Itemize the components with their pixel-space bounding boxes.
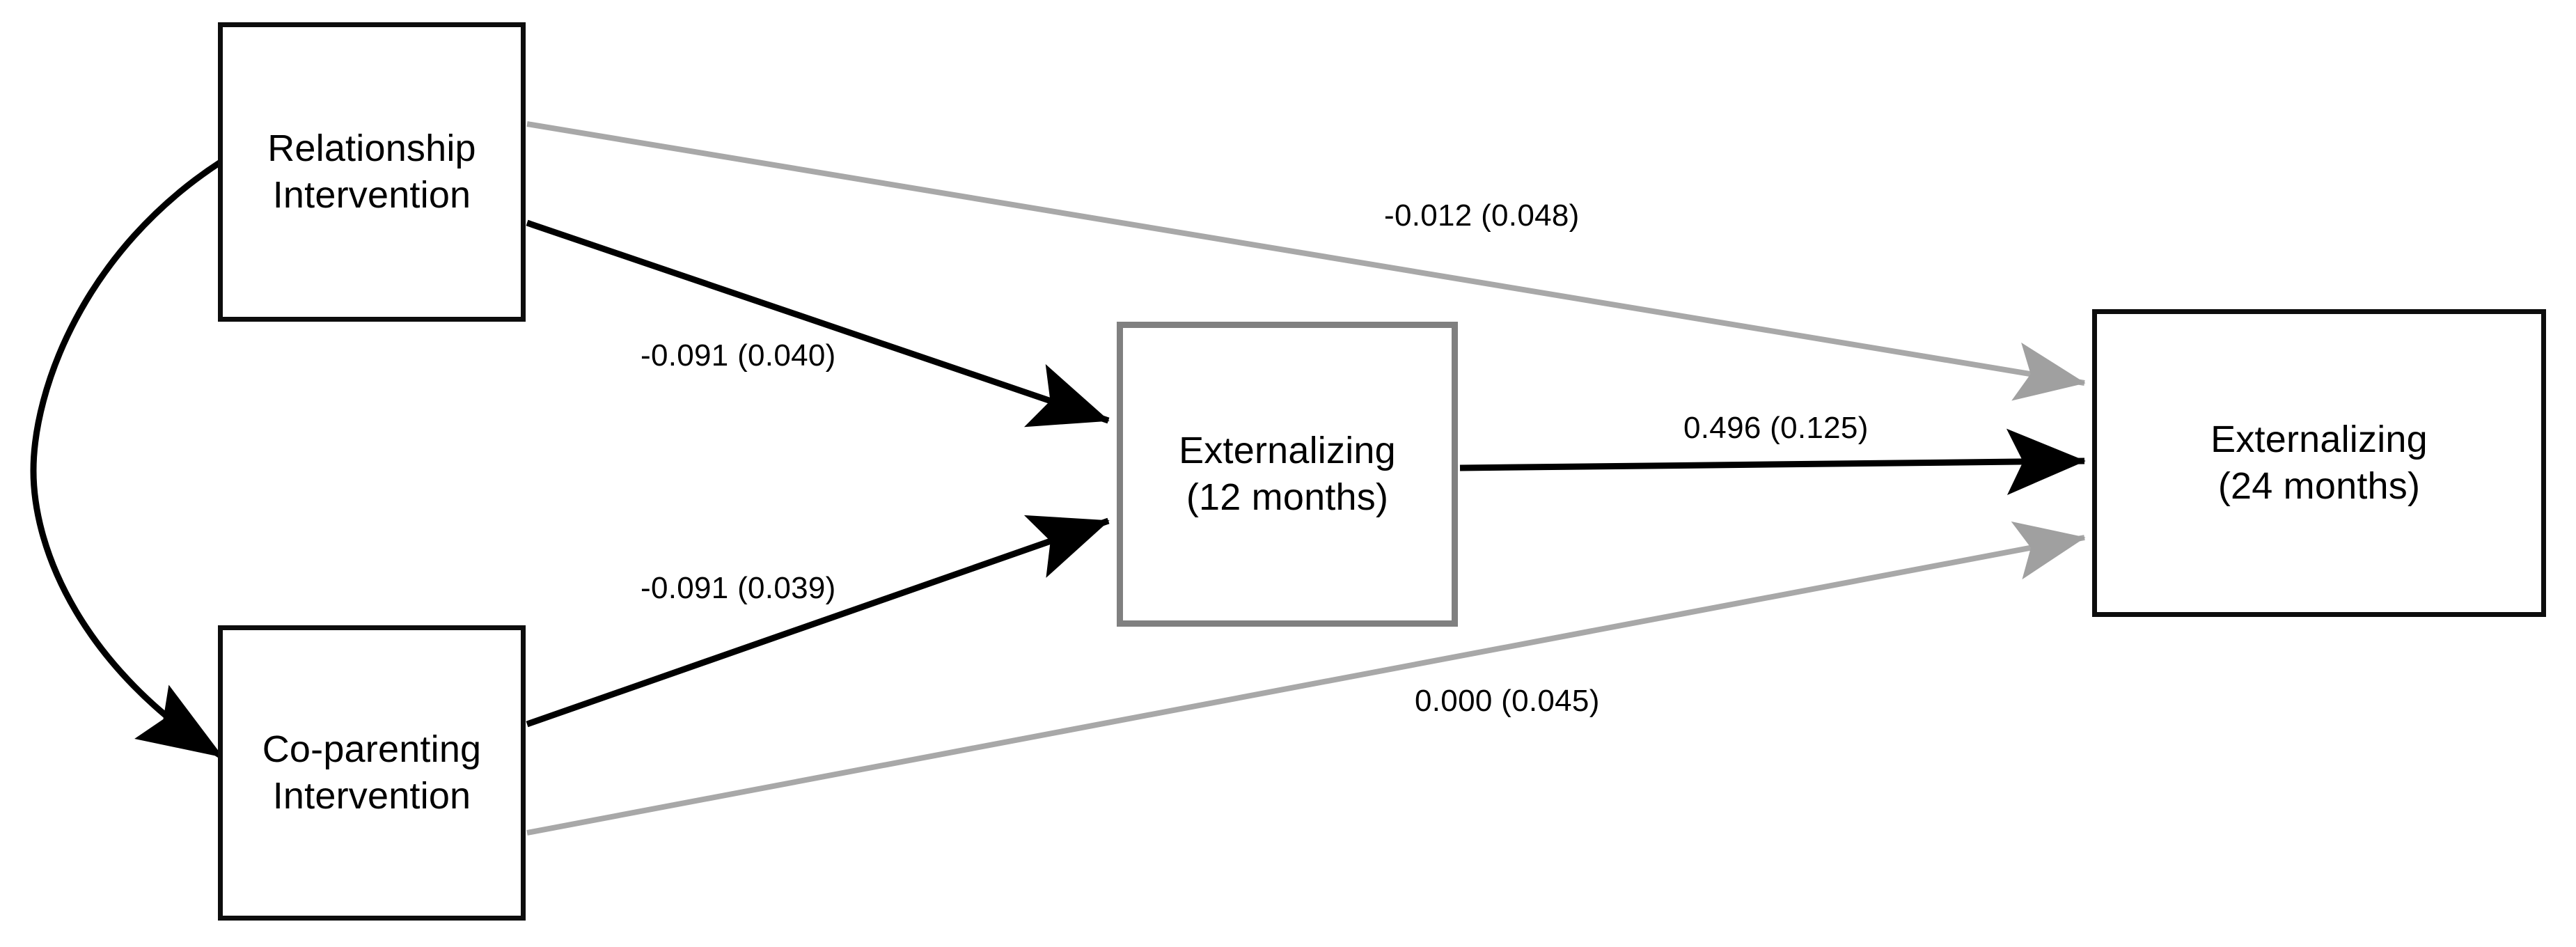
node-relationship-intervention[interactable]: Relationship Intervention: [218, 22, 526, 322]
path-label-cop-ext12: -0.091 (0.039): [641, 571, 836, 605]
node-externalizing-24-months-label: Externalizing (24 months): [2210, 418, 2428, 507]
node-coparenting-intervention-label: Co-parenting Intervention: [262, 728, 482, 817]
path-cop-ext24: [526, 521, 2086, 836]
node-externalizing-12-months-label: Externalizing (12 months): [1179, 430, 1396, 518]
path-label-cop-ext24: 0.000 (0.045): [1415, 684, 1600, 718]
path-ext12-ext24: [1459, 428, 2086, 495]
node-coparenting-intervention[interactable]: Co-parenting Intervention: [218, 625, 526, 921]
path-rel-ext12: [526, 219, 1110, 428]
node-externalizing-12-months[interactable]: Externalizing (12 months): [1117, 322, 1458, 627]
node-externalizing-24-months[interactable]: Externalizing (24 months): [2092, 309, 2546, 617]
path-label-ext12-ext24: 0.496 (0.125): [1683, 411, 1869, 445]
path-cop-ext12: [526, 515, 1110, 728]
path-rel-cop-correlation: [30, 89, 308, 759]
path-label-rel-ext12: -0.091 (0.040): [641, 338, 836, 373]
path-rel-ext24: [526, 121, 2086, 401]
path-label-rel-ext24: -0.012 (0.048): [1384, 198, 1580, 233]
node-relationship-intervention-label: Relationship Intervention: [267, 127, 476, 216]
